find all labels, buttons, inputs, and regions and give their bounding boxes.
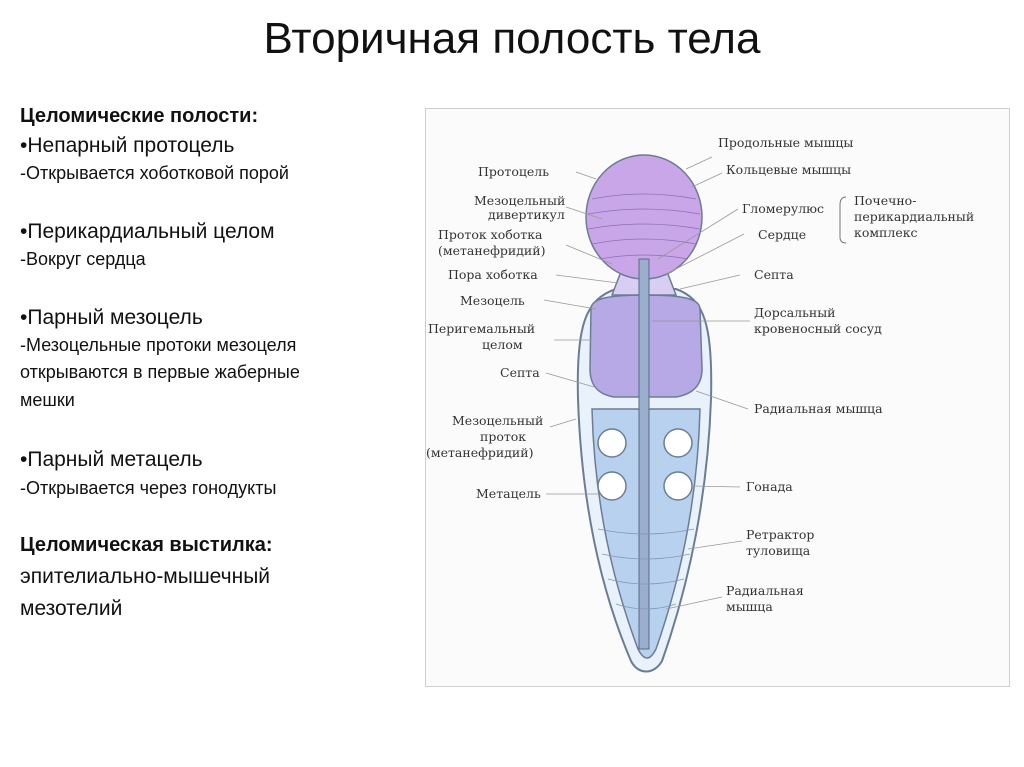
item-pericardial-title: •Перикардиальный целом <box>20 219 275 243</box>
label-radial-muscle-1: Радиальная мышца <box>754 401 883 416</box>
left-leaders <box>543 171 619 495</box>
label-mesocoel-duct-2: проток <box>480 429 526 444</box>
page-title: Вторичная полость тела <box>263 14 761 63</box>
heading-cavities: Целомические полости: <box>20 105 259 127</box>
label-perihemal-1: Перигемальный <box>428 321 535 336</box>
coelom-diagram: Протоцель Мезоцельный дивертикул Проток … <box>425 108 1010 687</box>
label-trunk-retractor-1: Ретрактор <box>746 527 814 542</box>
right-leaders <box>652 156 750 610</box>
label-mesocoel-diverticulum-1: Мезоцельный <box>474 193 565 208</box>
label-gonad: Гонада <box>746 479 793 494</box>
label-complex-1: Почечно- <box>854 193 916 208</box>
item-protocoel-title: •Непарный протоцель <box>20 134 235 157</box>
item-mesocoel-title: •Парный мезоцель <box>20 305 203 329</box>
item-metacoel-title: •Парный метацель <box>20 448 203 472</box>
label-glomerulus: Гломерулюс <box>742 201 824 216</box>
label-metacoel: Метацель <box>476 486 541 501</box>
heading-lining: Целомическая выстилка: <box>20 534 273 556</box>
trunk-muscles <box>597 528 695 610</box>
label-radial-muscle-2a: Радиальная <box>726 583 804 598</box>
label-protocoel: Протоцель <box>478 164 549 179</box>
label-trunk-retractor-2: туловища <box>746 543 811 558</box>
text-panel: Целомические полости: •Непарный протоцел… <box>20 104 410 623</box>
lining-line-1: эпителиально-мышечный <box>20 565 271 588</box>
dorsal-vessel <box>638 258 650 650</box>
gonads <box>597 428 693 501</box>
label-radial-muscle-2b: мышца <box>726 599 773 614</box>
item-protocoel-desc: -Открывается хоботковой порой <box>20 163 289 184</box>
item-mesocoel-desc-1: -Мезоцельные протоки мезоцеля <box>20 334 297 355</box>
complex-bracket <box>839 196 847 244</box>
label-longitudinal-muscles: Продольные мышцы <box>718 135 853 150</box>
item-pericardial-desc: -Вокруг сердца <box>20 249 146 269</box>
label-mesocoel-diverticulum-2: дивертикул <box>488 207 565 222</box>
label-mesocoel: Мезоцель <box>460 293 525 308</box>
item-metacoel-desc: -Открывается через гонодукты <box>20 477 277 498</box>
label-proboscis-duct-1: Проток хоботка <box>438 227 543 242</box>
item-mesocoel-desc-2: открываются в первые жаберные <box>20 362 300 383</box>
lining-line-2: мезотелий <box>20 597 123 621</box>
label-mesocoel-duct-1: Мезоцельный <box>452 413 543 428</box>
label-septum-left: Септа <box>500 365 540 380</box>
label-perihemal-2: целом <box>482 337 523 352</box>
label-septum-right: Септа <box>754 267 794 282</box>
diagram-svg: Протоцель Мезоцельный дивертикул Проток … <box>426 135 974 673</box>
label-dorsal-vessel-2: кровеносный сосуд <box>754 321 882 336</box>
label-complex-3: комплекс <box>854 225 918 240</box>
label-dorsal-vessel-1: Дорсальный <box>754 305 836 320</box>
label-heart: Сердце <box>758 227 806 242</box>
proboscis-muscles <box>587 193 701 260</box>
label-proboscis-pore: Пора хоботка <box>448 267 538 282</box>
label-complex-2: перикардиальный <box>854 209 974 224</box>
label-mesocoel-duct-3: (метанефридий) <box>426 445 533 460</box>
label-proboscis-duct-2: (метанефридий) <box>438 243 545 258</box>
item-mesocoel-desc-3: мешки <box>20 389 75 410</box>
label-circular-muscles: Кольцевые мышцы <box>726 162 851 177</box>
